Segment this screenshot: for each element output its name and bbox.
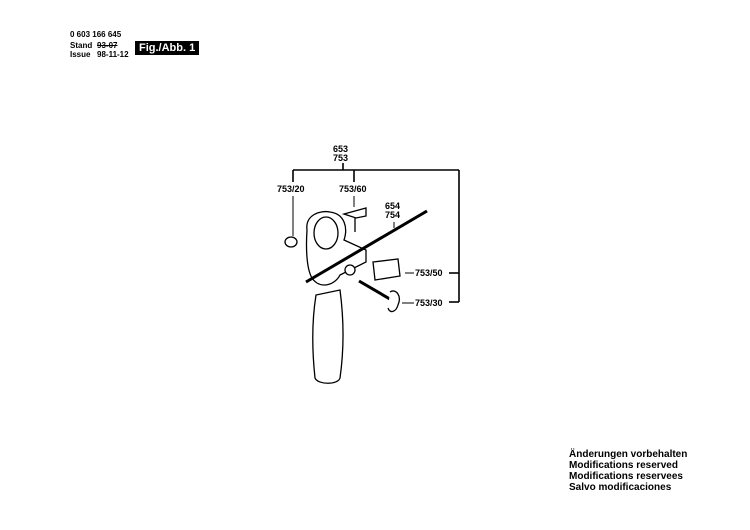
note-es: Salvo modificaciones — [569, 482, 672, 493]
note-fr: Modifications reservees — [569, 471, 683, 482]
callout-654: 654 — [385, 201, 401, 211]
note-en: Modifications reserved — [569, 460, 678, 471]
issue-value: 98-11-12 — [97, 50, 129, 59]
issue-label: Issue — [70, 50, 91, 59]
callout-653: 653 — [333, 144, 349, 154]
stand-value: 93-07 — [97, 41, 118, 50]
callout-753-50: 753/50 — [415, 268, 443, 278]
callout-753-20: 753/20 — [277, 184, 305, 194]
note-de: Änderungen vorbehalten — [569, 449, 688, 460]
callout-753-30: 753/30 — [415, 298, 443, 308]
part-number: 0 603 166 645 — [70, 30, 122, 39]
callout-753-60: 753/60 — [339, 184, 367, 194]
callout-754: 754 — [385, 210, 401, 220]
modification-notes: Änderungen vorbehalten Modifications res… — [569, 449, 687, 493]
callout-753: 753 — [333, 153, 349, 163]
figure-label: Fig./Abb. 1 — [135, 41, 200, 55]
stand-label: Stand — [70, 41, 93, 50]
